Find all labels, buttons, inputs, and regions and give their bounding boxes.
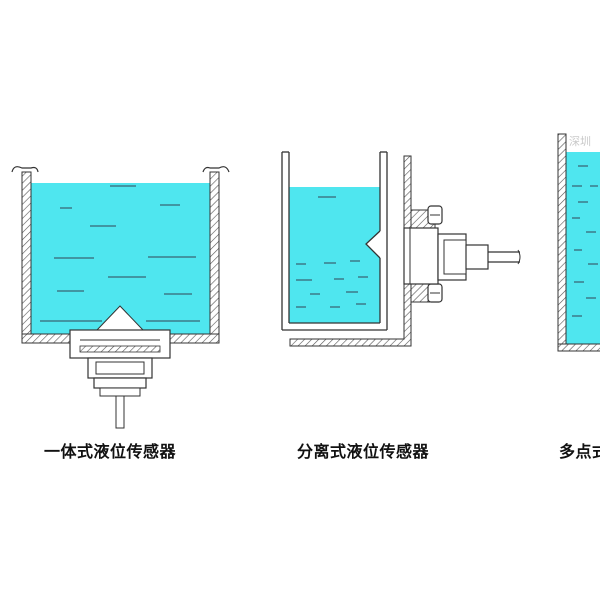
rim-curl-right bbox=[202, 166, 230, 173]
rim-curl-left bbox=[11, 166, 39, 173]
caption-multipoint: 多点式 bbox=[559, 442, 600, 461]
sensor-flange-hatch bbox=[79, 345, 161, 353]
tank3-wall-left bbox=[557, 133, 567, 352]
water-dashes-separated bbox=[296, 196, 368, 308]
sensor-cable bbox=[115, 395, 125, 429]
outer-bracket bbox=[289, 155, 412, 347]
tank-wall-left bbox=[21, 171, 32, 344]
sensor-nut bbox=[93, 377, 147, 389]
tank-wall-right bbox=[209, 171, 220, 344]
sensor-flange bbox=[69, 329, 171, 359]
water-separated bbox=[289, 187, 380, 323]
probe-notch bbox=[365, 230, 381, 259]
tank-separated bbox=[281, 151, 521, 347]
tank-multipoint bbox=[557, 133, 600, 352]
water-dashes-integrated bbox=[40, 185, 200, 322]
sensor-connector bbox=[465, 244, 489, 270]
tank3-bottom bbox=[557, 343, 600, 352]
sensor-cable-2 bbox=[488, 251, 520, 263]
watermark-text: 深圳 bbox=[569, 135, 591, 148]
caption-integrated: 一体式液位传感器 bbox=[44, 442, 177, 461]
sensor-housing bbox=[403, 227, 439, 285]
tank-integrated bbox=[11, 166, 230, 429]
caption-separated: 分离式液位传感器 bbox=[297, 442, 430, 461]
water-multipoint bbox=[566, 152, 600, 344]
water-dashes-multipoint bbox=[572, 165, 598, 317]
